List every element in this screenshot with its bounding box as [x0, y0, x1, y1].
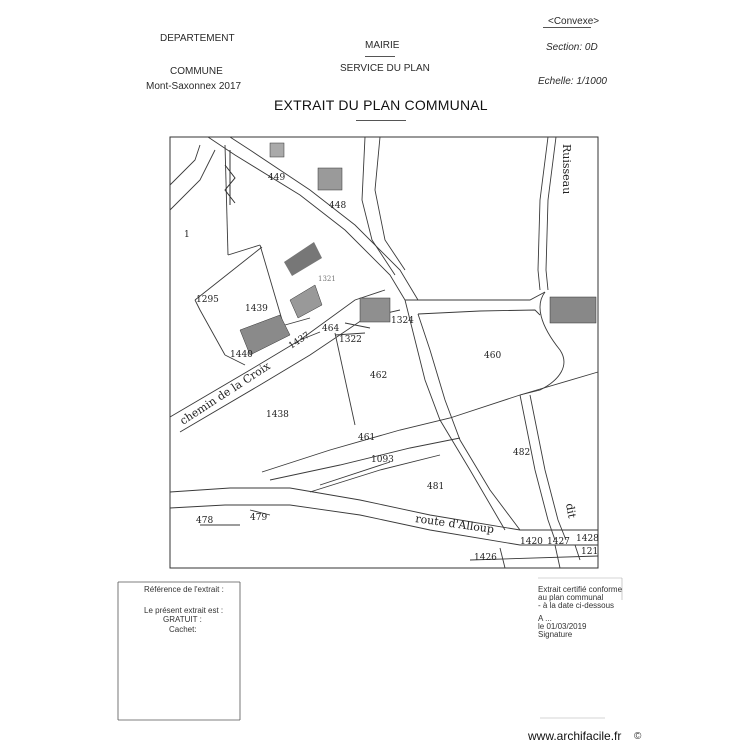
building-449: [269, 142, 285, 158]
parcel-label: 464: [322, 324, 339, 334]
commune-name: Mont-Saxonnex 2017: [146, 81, 242, 92]
section-label: Section: 0D: [546, 42, 598, 53]
parcel-label: 1322: [339, 335, 362, 345]
parcel-boundaries: [169, 136, 599, 569]
copyright-icon: ©: [634, 731, 642, 742]
commune-label: COMMUNE: [170, 66, 223, 77]
parcel-label: 479: [250, 513, 267, 523]
parcel-label: 1428: [576, 534, 599, 544]
building-460: [549, 296, 597, 324]
watermark-url[interactable]: www.archifacile.fr: [528, 729, 622, 743]
parcel-label: 461: [358, 433, 375, 443]
mairie-label: MAIRIE: [365, 40, 400, 51]
parcel-label: 1438: [266, 410, 289, 420]
parcel-labels: 449 448 1321 1295 1439 1440 464 1322 132…: [184, 173, 599, 563]
building-1324: [359, 297, 391, 323]
certifie-line-2: au plan communal: [538, 593, 604, 602]
convexe-underline: [543, 27, 591, 28]
building-1321: [284, 242, 322, 276]
parcel-label: 460: [484, 351, 501, 361]
building-1439: [239, 314, 291, 356]
date-line: le 01/03/2019: [538, 622, 587, 631]
title-underline: [356, 120, 406, 121]
echelle-label: Echelle: 1/1000: [538, 76, 607, 87]
convexe-label: <Convexe>: [548, 16, 600, 27]
parcel-label: 448: [329, 201, 346, 211]
departement-label: DEPARTEMENT: [160, 33, 235, 44]
parcel-label: 1440: [230, 350, 253, 360]
parcel-label: 1420: [520, 537, 543, 547]
parcel-label: 1093: [371, 455, 394, 465]
parcel-label: 1: [184, 230, 190, 240]
parcel-label: 1295: [196, 295, 219, 305]
buildings: [239, 142, 597, 356]
ruisseau-label: Ruisseau: [560, 144, 573, 194]
service-label: SERVICE DU PLAN: [340, 63, 430, 74]
parcel-label: 449: [268, 173, 285, 183]
certifie-line-3: - à la date ci-dessous: [538, 601, 615, 610]
parcel-label: 1426: [474, 553, 497, 563]
mairie-underline: [365, 56, 395, 57]
page-title: EXTRAIT DU PLAN COMMUNAL: [274, 97, 488, 113]
parcel-label: 1427: [547, 537, 570, 547]
a-line: A ...: [538, 614, 552, 623]
cachet-label: Cachet:: [169, 625, 197, 634]
north-arrow-icon: [224, 150, 236, 205]
parcel-label: 482: [513, 448, 530, 458]
signature-label: Signature: [538, 630, 573, 639]
map-frame: [169, 136, 599, 569]
parcel-label: 1439: [245, 304, 268, 314]
parcel-label: 121: [581, 547, 598, 557]
dit-label: dit: [563, 502, 579, 520]
parcel-label: 478: [196, 516, 213, 526]
parcel-label: 462: [370, 371, 387, 381]
certifie-line-1: Extrait certifié conforme: [538, 585, 623, 594]
gratuit-label: GRATUIT :: [163, 615, 202, 624]
parcel-label: 1321: [318, 275, 336, 283]
building-448: [317, 167, 343, 191]
reference-label: Référence de l'extrait :: [144, 585, 224, 594]
parcel-label: 1324: [391, 316, 414, 326]
present-label: Le présent extrait est :: [144, 606, 224, 615]
parcel-label: 481: [427, 482, 444, 492]
building-1439b: [289, 284, 323, 319]
